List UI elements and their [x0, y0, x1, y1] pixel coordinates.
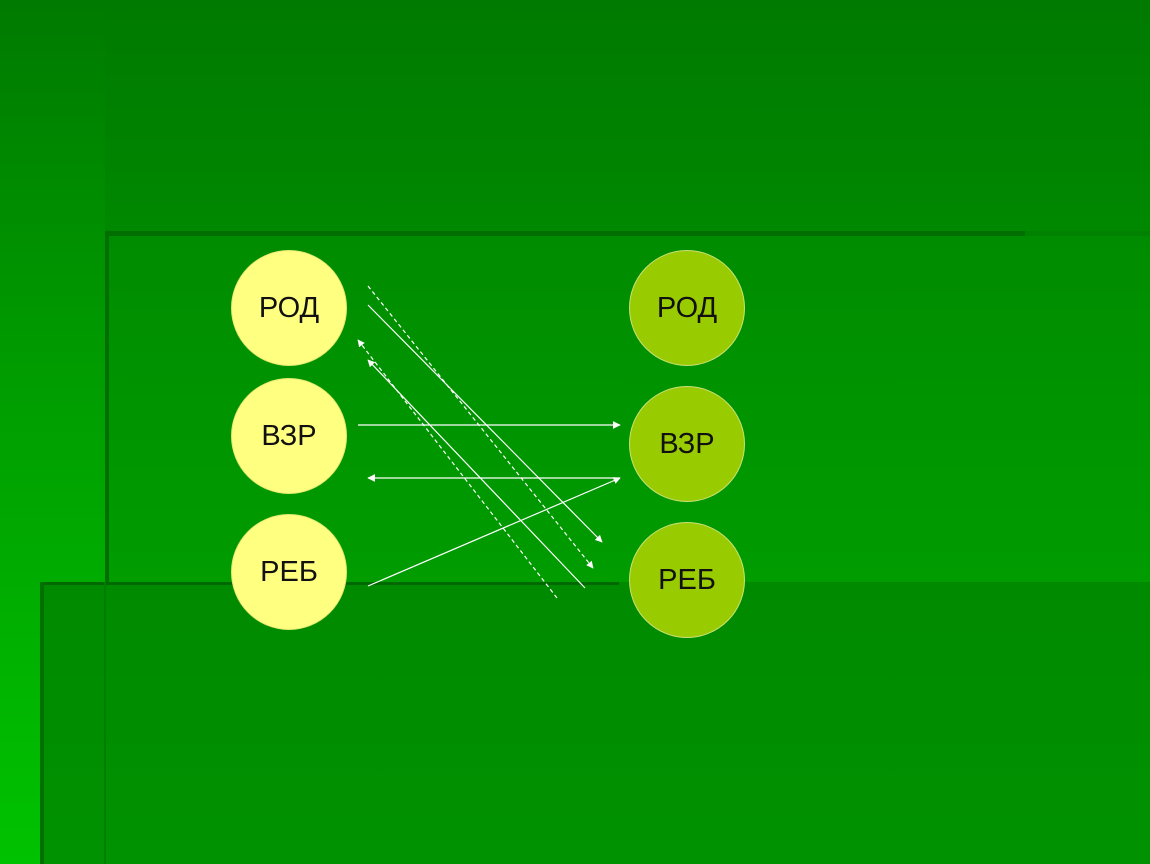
node-label: ВЗР: [261, 419, 317, 452]
node-label: РОД: [656, 291, 718, 324]
node-right-reb: РЕБ: [629, 522, 745, 638]
node-label: РОД: [258, 291, 320, 324]
node-label: РЕБ: [658, 563, 716, 596]
node-left-vzr: ВЗР: [231, 378, 347, 494]
node-right-rod: РОД: [629, 250, 745, 366]
background-panel-lower: [40, 582, 1150, 864]
node-left-reb: РЕБ: [231, 514, 347, 630]
background-divider: [104, 582, 106, 864]
node-right-vzr: ВЗР: [629, 386, 745, 502]
node-left-rod: РОД: [231, 250, 347, 366]
node-label: РЕБ: [260, 555, 318, 588]
node-label: ВЗР: [659, 427, 715, 460]
